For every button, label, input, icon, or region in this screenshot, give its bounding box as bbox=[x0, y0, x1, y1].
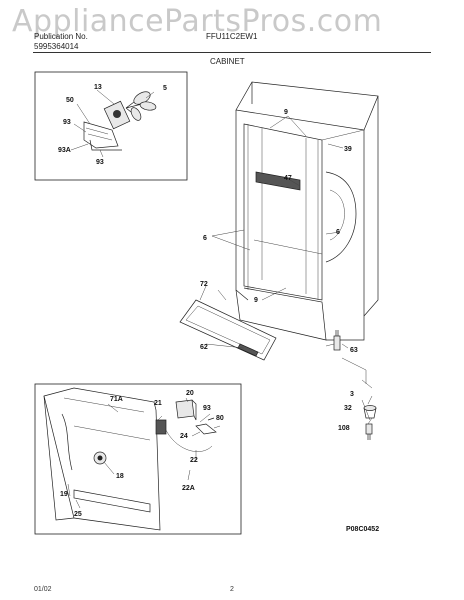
callout-108: 108 bbox=[338, 425, 350, 432]
callout-22A: 22A bbox=[182, 485, 195, 492]
callout-63: 63 bbox=[350, 347, 358, 354]
callout-72: 72 bbox=[200, 281, 208, 288]
cabinet-shell bbox=[235, 81, 379, 341]
publication-number: 5995364014 bbox=[34, 42, 79, 51]
callout-93-bottom: 93 bbox=[96, 159, 104, 166]
callout-93-panel: 93 bbox=[203, 405, 211, 412]
callout-93-top: 93 bbox=[63, 119, 71, 126]
callout-22: 22 bbox=[190, 457, 198, 464]
callout-13: 13 bbox=[94, 84, 102, 91]
control-panel-assembly bbox=[43, 387, 217, 531]
callout-62: 62 bbox=[200, 344, 208, 351]
callout-80: 80 bbox=[216, 415, 224, 422]
toe-grille bbox=[179, 299, 277, 361]
section-title: CABINET bbox=[210, 57, 245, 66]
fan-motor-assembly bbox=[83, 91, 157, 151]
watermark: AppliancePartsPros.com bbox=[12, 4, 383, 39]
center-rail bbox=[255, 171, 301, 191]
leg-parts bbox=[363, 405, 377, 440]
footer-date: 01/02 bbox=[34, 586, 52, 593]
model-number: FFU11C2EW1 bbox=[206, 32, 258, 41]
callout-32: 32 bbox=[344, 405, 352, 412]
publication-label: Publication No. bbox=[34, 32, 88, 41]
callout-50: 50 bbox=[66, 97, 74, 104]
callout-3: 3 bbox=[350, 391, 354, 398]
fan-inset-frame bbox=[34, 71, 188, 181]
callout-19: 19 bbox=[60, 491, 68, 498]
callout-39: 39 bbox=[344, 146, 352, 153]
callout-20: 20 bbox=[186, 390, 194, 397]
callout-5: 5 bbox=[163, 85, 167, 92]
callout-24: 24 bbox=[180, 433, 188, 440]
callout-47: 47 bbox=[284, 175, 292, 182]
callout-93A: 93A bbox=[58, 147, 71, 154]
control-inset-frame bbox=[34, 383, 242, 535]
callout-6-left: 6 bbox=[203, 235, 207, 242]
footer-page-number: 2 bbox=[230, 586, 234, 593]
callout-71A: 71A bbox=[110, 396, 123, 403]
header-rule bbox=[33, 52, 431, 53]
callout-9-bottom: 9 bbox=[254, 297, 258, 304]
callout-21: 21 bbox=[154, 400, 162, 407]
diagram-code: P08C0452 bbox=[346, 526, 379, 533]
callout-25: 25 bbox=[74, 511, 82, 518]
callout-18: 18 bbox=[116, 473, 124, 480]
callout-9-top: 9 bbox=[284, 109, 288, 116]
callout-6-right: 6 bbox=[336, 229, 340, 236]
leveling-leg bbox=[333, 330, 341, 351]
